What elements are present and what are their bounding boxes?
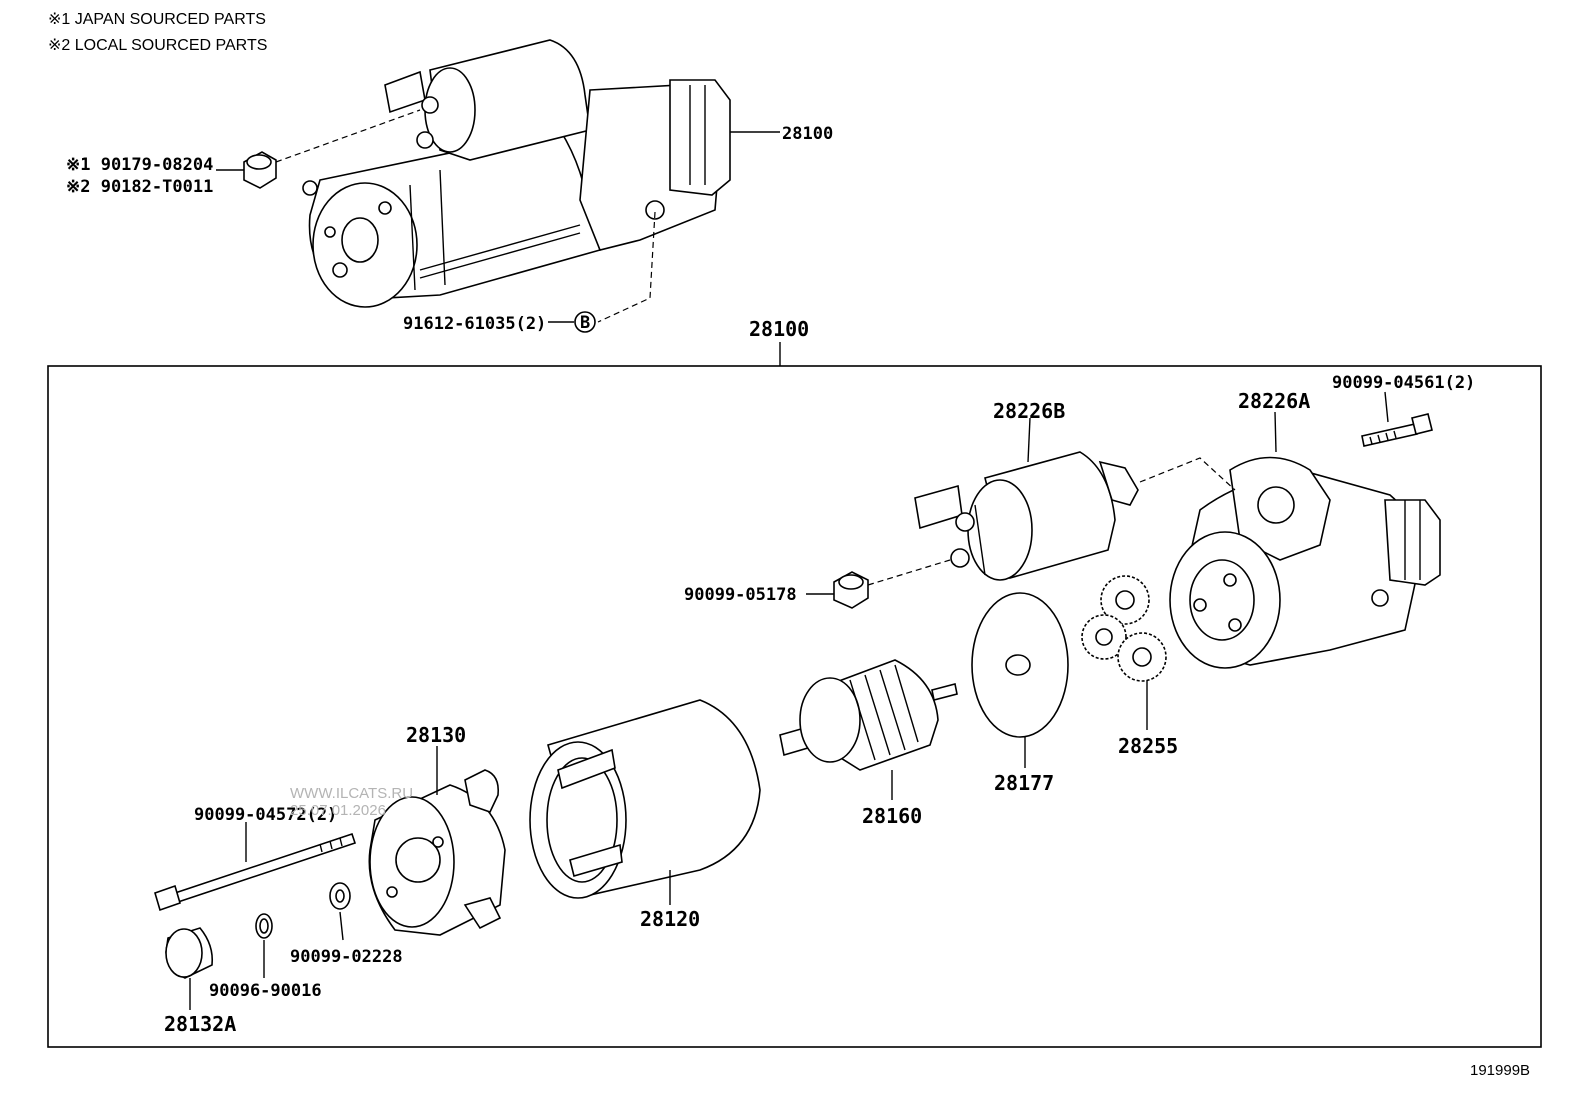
solenoid-28226b-illustration [914,451,1139,581]
label-90179-08204[interactable]: ※1 90179-08204 [66,155,213,175]
drive-housing-28226a-illustration [1169,456,1441,669]
label-28160[interactable]: 28160 [862,804,922,828]
label-28226a[interactable]: 28226A [1238,389,1310,413]
through-bolt-90099-04572-illustration [154,832,357,912]
label-28132a[interactable]: 28132A [164,1012,236,1036]
washer-90099-02228-illustration [329,882,351,910]
note-japan-sourced: ※1 JAPAN SOURCED PARTS [48,11,266,28]
label-90096-90016[interactable]: 90096-90016 [209,981,322,1001]
label-28177[interactable]: 28177 [994,771,1054,795]
exploded-view-frame [47,365,1542,1048]
label-28130[interactable]: 28130 [406,723,466,747]
label-90099-02228[interactable]: 90099-02228 [290,947,403,967]
figure-code: 191999B [1470,1062,1530,1079]
label-28120[interactable]: 28120 [640,907,700,931]
ring-90096-90016-illustration [255,913,273,939]
yoke-28120-illustration [529,699,761,899]
label-90099-04572[interactable]: 90099-04572(2) [194,805,337,825]
label-90099-04561[interactable]: 90099-04561(2) [1332,373,1475,393]
cap-28132a-illustration [165,927,214,979]
planetary-gears-28255-illustration [1081,575,1167,682]
nut-90099-05178-illustration [833,571,869,609]
note-local-sourced: ※2 LOCAL SOURCED PARTS [48,37,267,54]
ref-b-marker: B [580,313,590,333]
armature-28160-illustration [779,659,958,771]
label-28226b[interactable]: 28226B [993,399,1065,423]
label-28100-box[interactable]: 28100 [749,317,809,341]
label-91612-61035[interactable]: 91612-61035(2) [403,314,546,334]
label-28100-top[interactable]: 28100 [782,124,833,144]
disc-28177-illustration [971,592,1069,738]
bolt-90099-04561-illustration [1361,413,1433,447]
nut-90179-illustration [243,151,277,189]
label-28255[interactable]: 28255 [1118,734,1178,758]
starter-assembly-illustration [302,39,731,308]
label-90099-05178[interactable]: 90099-05178 [684,585,797,605]
label-90182-T0011[interactable]: ※2 90182-T0011 [66,177,213,197]
watermark-site: WWW.ILCATS.RU [290,785,413,802]
end-frame-28130-illustration [368,769,506,936]
watermark-date: 25.07.01.2026 [290,802,386,819]
